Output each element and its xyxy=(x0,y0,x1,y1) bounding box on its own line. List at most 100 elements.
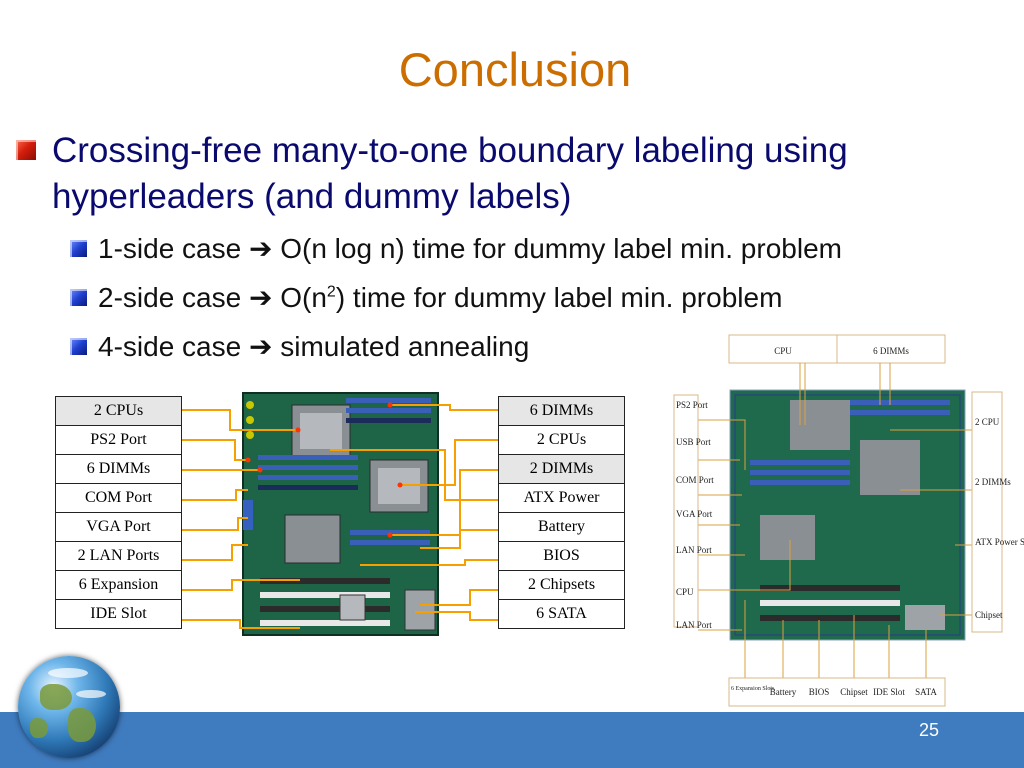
sub-bullet-1: 1-side case ➔ O(n log n) time for dummy … xyxy=(70,232,842,265)
blue-square-bullet-icon xyxy=(70,240,87,257)
board-4side-inner xyxy=(734,394,961,636)
dimm-slot xyxy=(258,475,358,480)
left-label-lan2: LAN Port xyxy=(676,620,712,630)
bottom-label-chipset: Chipset xyxy=(840,687,868,697)
leader-line xyxy=(182,579,300,591)
arrow-icon: ➔ xyxy=(248,331,273,362)
dimm-slot-4side xyxy=(850,400,950,405)
expansion-slot xyxy=(260,620,390,626)
capacitor xyxy=(246,401,254,409)
leader-line xyxy=(182,489,248,501)
dimm-slot xyxy=(258,485,358,490)
right-label-cell: 2 Chipsets xyxy=(498,570,625,600)
left-label-usb: USB Port xyxy=(676,437,711,447)
left-label-cell: 2 LAN Ports xyxy=(55,541,182,571)
right-label-dimms: 2 DIMMs xyxy=(975,477,1011,487)
dimm-slot-4side xyxy=(750,470,850,475)
leader-line xyxy=(182,517,248,531)
left-label-row: IDE Slot xyxy=(55,599,182,629)
footer-bar xyxy=(0,712,1024,768)
arrow-icon: ➔ xyxy=(248,282,273,313)
leader-line xyxy=(698,540,791,591)
left-label-cell: COM Port xyxy=(55,483,182,513)
bottom-label-expansion: 6 Expansion Slots xyxy=(731,686,775,692)
chipset xyxy=(339,594,366,621)
right-label-cell: ATX Power xyxy=(498,483,625,513)
right-label-row: BIOS xyxy=(498,541,625,571)
leader-line xyxy=(420,589,498,606)
bottom-label-sata: SATA xyxy=(915,687,937,697)
chipset xyxy=(404,589,436,631)
left-label-cell: PS2 Port xyxy=(55,425,182,455)
bottom-label-bios: BIOS xyxy=(809,687,830,697)
dimm-slot-4side xyxy=(750,460,850,465)
dimm-slot-4side xyxy=(850,410,950,415)
right-label-row: 6 SATA xyxy=(498,599,625,629)
right-label-cell: 6 DIMMs xyxy=(498,396,625,426)
globe-land xyxy=(30,718,48,738)
expansion-slot xyxy=(260,578,390,584)
right-label-cell: 6 SATA xyxy=(498,599,625,629)
leader-line xyxy=(182,439,248,461)
right-label-column xyxy=(971,391,1003,633)
blue-square-bullet-icon xyxy=(70,338,87,355)
bottom-label-battery: Battery xyxy=(770,687,797,697)
right-label-cell: Battery xyxy=(498,512,625,542)
bottom-label-row xyxy=(728,677,946,707)
leader-endpoint xyxy=(397,482,403,488)
dimm-slot xyxy=(346,408,431,413)
cpu-socket-3 xyxy=(284,514,341,564)
right-leaders xyxy=(330,404,498,621)
four-side-leaders xyxy=(698,363,972,678)
globe-land xyxy=(40,684,72,710)
left-label-cpu: CPU xyxy=(676,587,694,597)
left-label-column xyxy=(673,394,699,628)
chipset-4side xyxy=(905,605,945,630)
globe-icon xyxy=(18,656,120,758)
expansion-slot xyxy=(260,592,390,598)
slide-title: Conclusion xyxy=(398,43,632,96)
dimm-slot xyxy=(346,418,431,423)
top-label-cpu: CPU xyxy=(774,346,792,356)
bottom-label-ide: IDE Slot xyxy=(873,687,905,697)
globe-cloud xyxy=(76,690,106,698)
leader-line xyxy=(330,449,498,501)
left-label-com: COM Port xyxy=(676,475,714,485)
leader-line xyxy=(390,469,498,536)
cpu-socket-4side-2 xyxy=(860,440,920,495)
leader-endpoint xyxy=(295,427,301,433)
port-connector xyxy=(243,500,253,530)
cpu-socket-4side-3 xyxy=(760,515,815,560)
four-side-text: CPU 6 DIMMs PS2 Port USB Port COM Port V… xyxy=(676,346,1024,697)
right-label-atx: ATX Power Supply xyxy=(975,537,1024,547)
left-label-lan1: LAN Port xyxy=(676,545,712,555)
page-number: 25 xyxy=(918,720,939,740)
globe-cloud xyxy=(48,668,88,678)
capacitor xyxy=(246,416,254,424)
right-label-cell: BIOS xyxy=(498,541,625,571)
left-label-cell: 2 CPUs xyxy=(55,396,182,426)
leader-endpoint xyxy=(257,467,263,473)
dimm-slot xyxy=(346,398,431,403)
right-label-cell: 2 DIMMs xyxy=(498,454,625,484)
leader-line xyxy=(698,419,746,470)
top-label-dimms: 6 DIMMs xyxy=(873,346,909,356)
dimm-slot xyxy=(350,540,430,545)
leader-endpoints xyxy=(245,402,403,538)
right-label-row: 6 DIMMs xyxy=(498,396,625,426)
right-label-chipset: Chipset xyxy=(975,610,1003,620)
right-label-row: Battery xyxy=(498,512,625,542)
cpu-socket-1-inner xyxy=(300,413,342,449)
leader-endpoint xyxy=(387,402,393,408)
leader-line xyxy=(182,544,248,561)
left-leaders xyxy=(182,409,300,629)
leader-endpoint xyxy=(245,457,251,463)
expansion-slot-4side xyxy=(760,615,900,621)
leader-endpoint xyxy=(387,532,393,538)
globe-land xyxy=(68,708,96,742)
left-label-row: 2 LAN Ports xyxy=(55,541,182,571)
left-label-row: 6 Expansion xyxy=(55,570,182,600)
leader-line xyxy=(415,611,498,621)
